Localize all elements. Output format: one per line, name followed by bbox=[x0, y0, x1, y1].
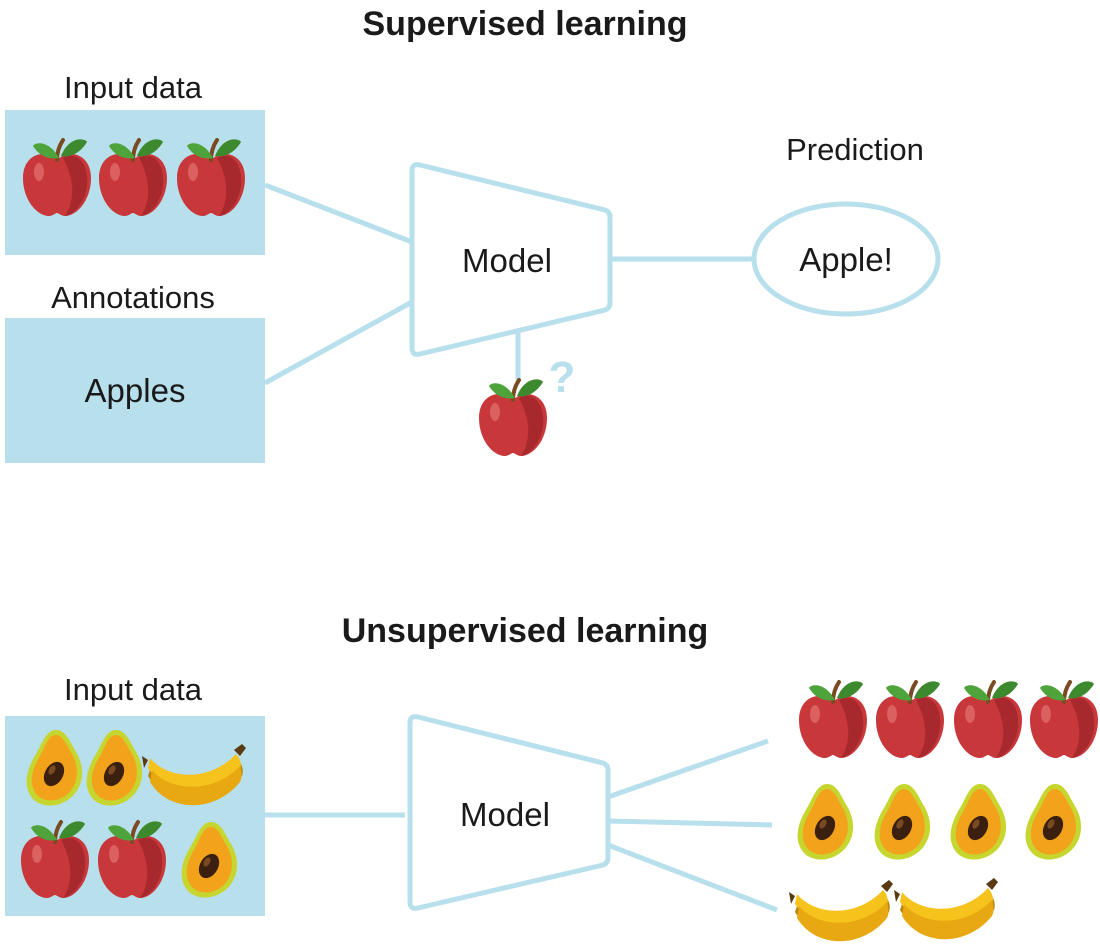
prediction-label: Prediction bbox=[786, 132, 924, 167]
unsupervised-input-label: Input data bbox=[64, 672, 203, 707]
prediction-text: Apple! bbox=[799, 241, 893, 278]
apple-icon bbox=[952, 679, 1024, 760]
supervised-title: Supervised learning bbox=[363, 5, 688, 43]
unsupervised-title: Unsupervised learning bbox=[342, 612, 709, 650]
papaya-icon bbox=[874, 784, 931, 860]
unsupervised-model-shape bbox=[407, 714, 611, 911]
papaya-icon bbox=[950, 784, 1007, 860]
annotation-text: Apples bbox=[85, 372, 186, 409]
annotations-label: Annotations bbox=[51, 280, 215, 315]
connector-line bbox=[264, 182, 413, 245]
connector-line bbox=[607, 842, 778, 913]
banana-icon bbox=[894, 878, 998, 940]
papaya-icon bbox=[797, 784, 854, 860]
connector-line bbox=[607, 818, 773, 828]
papaya-icon bbox=[1025, 784, 1082, 860]
supervised-input-label: Input data bbox=[64, 70, 203, 105]
apple-icon bbox=[797, 679, 869, 760]
annotations-box bbox=[5, 318, 265, 463]
supervised-model-shape bbox=[409, 162, 613, 357]
apple-icon bbox=[1028, 679, 1100, 760]
question-mark: ? bbox=[549, 353, 576, 402]
prediction-ellipse bbox=[751, 201, 941, 317]
apple-icon bbox=[874, 679, 946, 760]
supervised-model-label: Model bbox=[462, 242, 552, 279]
banana-icon bbox=[789, 880, 893, 942]
connector-line bbox=[607, 738, 769, 800]
connector-line bbox=[263, 299, 414, 386]
unsupervised-model-label: Model bbox=[460, 796, 550, 833]
apple-icon bbox=[477, 377, 549, 458]
